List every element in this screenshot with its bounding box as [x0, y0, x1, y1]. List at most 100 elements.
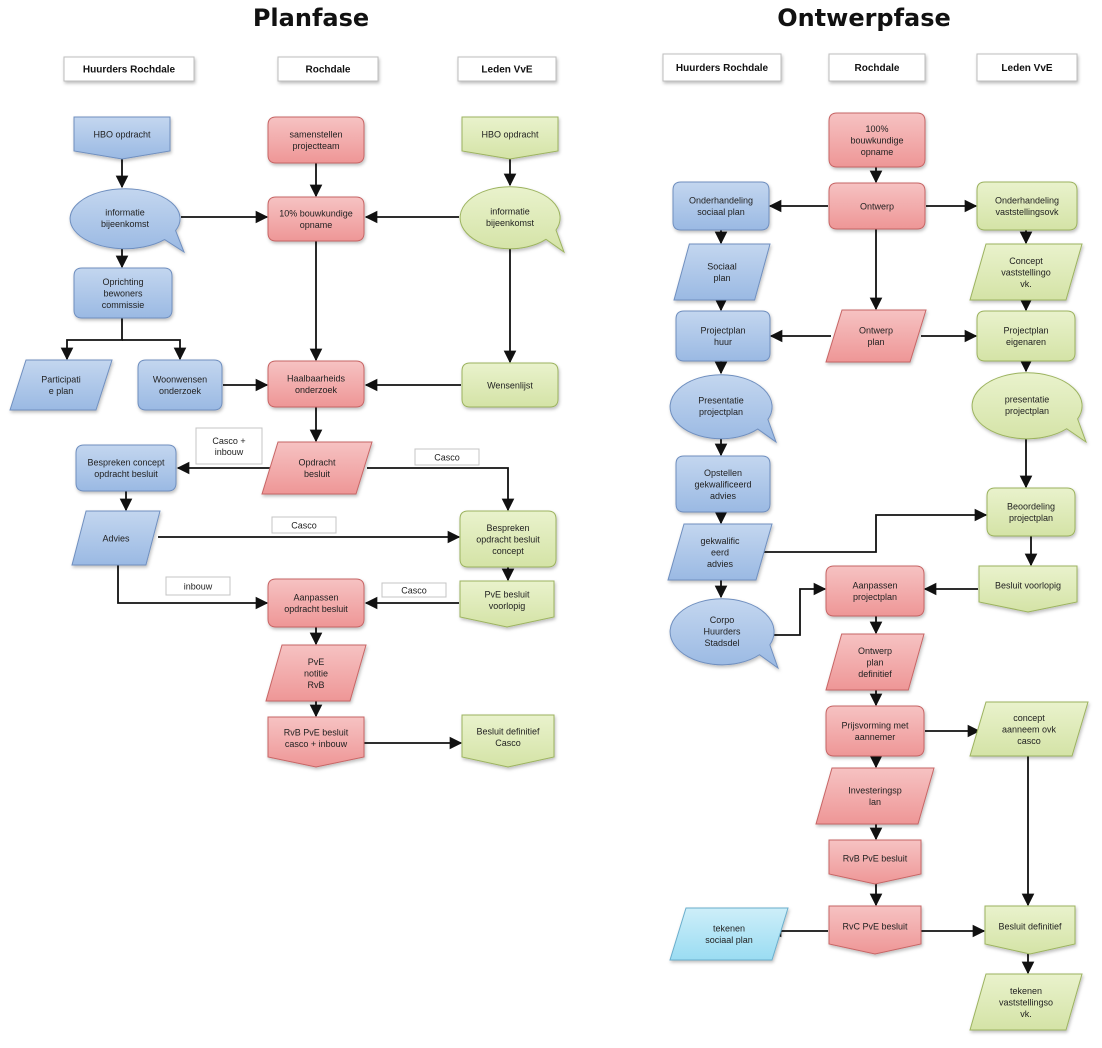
node-label-line: besluit: [304, 469, 331, 479]
node-label-line: Participati: [41, 375, 81, 385]
node-label-line: samenstellen: [289, 130, 342, 140]
node-label-line: opdracht besluit: [476, 534, 540, 544]
node-label-line: plan: [713, 273, 730, 283]
node-label-line: casco + inbouw: [285, 739, 348, 749]
node-label-line: RvB PvE besluit: [284, 728, 349, 738]
node-label-line: Oprichting: [102, 277, 143, 287]
node-label-line: HBO opdracht: [481, 129, 539, 139]
node-label-line: informatie: [105, 208, 145, 218]
node-label-line: Onderhandeling: [689, 196, 753, 206]
section-title-planfase: Planfase: [253, 4, 369, 32]
node-label-line: Stadsdel: [704, 638, 739, 648]
node-label-line: gekwalificeerd: [694, 479, 751, 489]
node-label-line: projectplan: [1009, 513, 1053, 523]
node-label-line: RvC PvE besluit: [842, 921, 908, 931]
node-label-line: Haalbaarheids: [287, 374, 346, 384]
node-label-line: opname: [300, 220, 333, 230]
connectors: [60, 159, 1038, 975]
node-label-line: tekenen: [1010, 986, 1042, 996]
node-label-line: Corpo: [710, 615, 735, 625]
node-label-line: presentatie: [1005, 395, 1050, 405]
node-label-line: Huurders: [703, 626, 741, 636]
node-label-line: PvE: [308, 657, 325, 667]
node-label-line: opname: [861, 147, 894, 157]
node-label-line: huur: [714, 337, 732, 347]
node-label-line: onderzoek: [159, 386, 202, 396]
node-label-line: advies: [710, 491, 737, 501]
lane-header-5: Leden VvE: [976, 53, 1078, 82]
node-label-line: 100%: [865, 124, 888, 134]
node-label-line: concept: [492, 546, 524, 556]
condition-label-line: inbouw: [215, 447, 244, 457]
node-label-line: sociaal plan: [705, 935, 753, 945]
node-label-line: Aanpassen: [852, 581, 897, 591]
condition-label-line: inbouw: [184, 581, 213, 591]
node-label-line: notitie: [304, 668, 328, 678]
node-label-line: definitief: [858, 669, 892, 679]
node-label-line: Presentatie: [698, 396, 744, 406]
node-label-line: bouwkundige: [850, 135, 903, 145]
lane-header-0: Huurders Rochdale: [63, 56, 195, 82]
connector-arrow-38: [762, 508, 988, 553]
node-label-line: Wensenlijst: [487, 380, 533, 390]
condition-label-line: Casco +: [212, 436, 245, 446]
node-label-line: e plan: [49, 386, 74, 396]
node-label-line: informatie: [490, 207, 530, 217]
node-label-line: eerd: [711, 547, 729, 557]
lane-header-label: Rochdale: [854, 63, 899, 74]
node-label-line: eigenaren: [1006, 337, 1046, 347]
node-p-advies: Advies: [71, 510, 161, 566]
node-o-rvbpve: RvB PvE besluit: [828, 839, 922, 885]
node-label-line: voorlopig: [489, 601, 526, 611]
node-label-line: opdracht besluit: [284, 604, 348, 614]
node-o-100: 100%bouwkundige opname: [828, 112, 926, 168]
node-label-line: 10% bouwkundige: [279, 209, 353, 219]
node-label-line: bewoners: [103, 288, 143, 298]
node-label-line: Bespreken concept: [87, 458, 165, 468]
node-label-line: vaststellingo: [1001, 267, 1051, 277]
node-label-line: projectplan: [1005, 406, 1049, 416]
node-label-line: projectplan: [853, 592, 897, 602]
node-label-line: vaststellingso: [999, 997, 1053, 1007]
node-label-line: Projectplan: [700, 326, 745, 336]
node-label-line: vk.: [1020, 279, 1032, 289]
node-label-line: Besluit voorlopig: [995, 580, 1061, 590]
connector-arrow-14: [367, 467, 515, 512]
node-label-line: concept: [1013, 713, 1045, 723]
node-label-line: Besluit definitief: [476, 727, 540, 737]
lane-header-label: Leden VvE: [1001, 63, 1052, 74]
node-o-ontw: Ontwerp: [828, 182, 926, 230]
node-label-line: tekenen: [713, 924, 745, 934]
condition-c-inbouw: inbouw: [165, 576, 231, 596]
node-label-line: HBO opdracht: [93, 129, 151, 139]
lane-header-label: Leden VvE: [481, 65, 532, 76]
lane-header-2: Leden VvE: [457, 56, 557, 82]
condition-c-casco3: Casco: [381, 582, 447, 598]
node-label-line: Onderhandeling: [995, 196, 1059, 206]
node-label-line: Casco: [495, 738, 521, 748]
node-label-line: Investeringsp: [848, 786, 902, 796]
condition-c-cascoinb: Casco +inbouw: [195, 427, 263, 465]
node-label-line: plan: [867, 337, 884, 347]
node-label-line: bijeenkomst: [101, 219, 150, 229]
node-label-line: Ontwerp: [860, 201, 894, 211]
